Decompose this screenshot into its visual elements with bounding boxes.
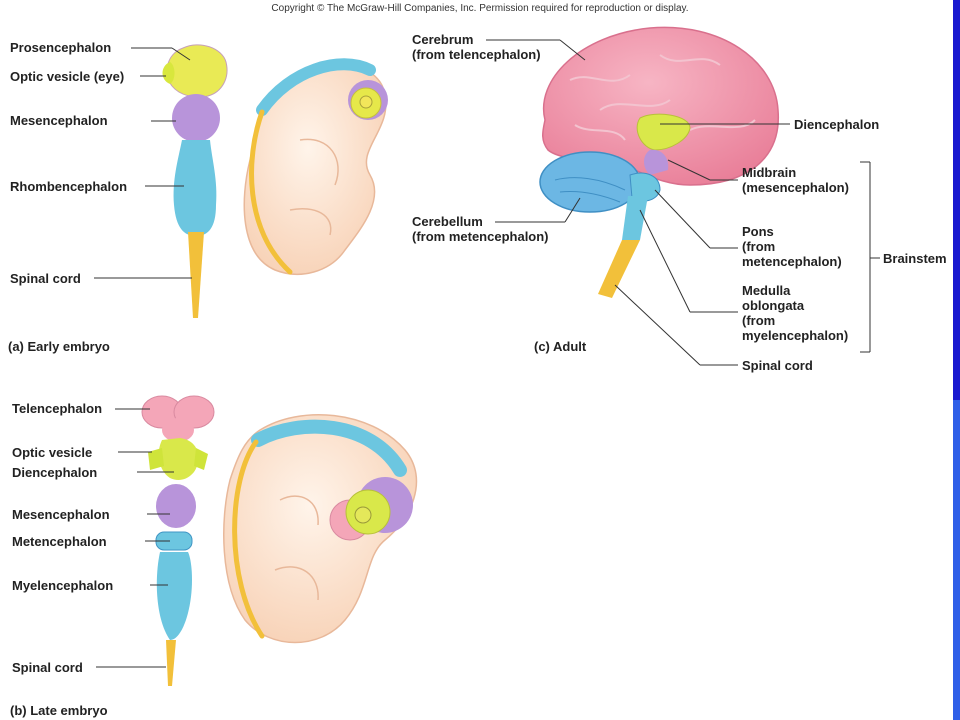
label-spinal-cord-a: Spinal cord — [10, 271, 81, 286]
prosencephalon-region — [166, 44, 228, 98]
panel-b-embryo — [223, 414, 418, 644]
slide-frame-right — [953, 0, 960, 720]
rhombencephalon-region-a — [173, 140, 217, 236]
mesencephalon-region-b — [156, 484, 196, 528]
spinal-cord-b — [166, 640, 176, 686]
midbrain — [644, 149, 669, 175]
label-optic-vesicle-eye: Optic vesicle (eye) — [10, 69, 125, 84]
label-brainstem: Brainstem — [883, 251, 947, 266]
label-cerebrum: Cerebrum (from telencephalon) — [412, 32, 541, 62]
label-optic-vesicle: Optic vesicle — [12, 445, 93, 460]
label-medulla-oblongata: Medulla oblongata (from myelencephalon) — [742, 283, 849, 343]
label-spinal-cord-c: Spinal cord — [742, 358, 813, 373]
telencephalon-center — [162, 418, 194, 442]
label-mesencephalon-b: Mesencephalon — [12, 507, 110, 522]
cerebrum — [542, 26, 779, 186]
label-telencephalon: Telencephalon — [12, 401, 103, 416]
label-prosencephalon: Prosencephalon — [10, 40, 112, 55]
caption-late-embryo: (b) Late embryo — [10, 703, 108, 718]
label-cerebellum: Cerebellum (from metencephalon) — [412, 214, 549, 244]
optic-vesicle-b-right — [194, 448, 208, 470]
label-diencephalon-c: Diencephalon — [794, 117, 880, 132]
cerebellum — [539, 151, 641, 213]
label-rhombencephalon: Rhombencephalon — [10, 179, 128, 194]
panel-a-neural-tube — [162, 44, 228, 318]
panel-a-embryo — [243, 58, 388, 275]
label-diencephalon-b: Diencephalon — [12, 465, 98, 480]
caption-early-embryo: (a) Early embryo — [8, 339, 110, 354]
leader-lines — [94, 39, 880, 668]
copyright-notice: Copyright © The McGraw-Hill Companies, I… — [271, 3, 689, 14]
label-midbrain: Midbrain (mesencephalon) — [742, 165, 849, 195]
label-spinal-cord-b: Spinal cord — [12, 660, 83, 675]
label-mesencephalon-a: Mesencephalon — [10, 113, 108, 128]
diencephalon — [636, 113, 691, 151]
medulla — [622, 196, 648, 240]
panel-b-neural-tube — [141, 395, 215, 686]
spinal-cord-a — [188, 232, 204, 318]
myelencephalon-region-b — [156, 552, 192, 640]
spinal-cord-c — [598, 240, 640, 298]
panel-c-adult-brain — [539, 26, 779, 298]
label-myelencephalon: Myelencephalon — [12, 578, 114, 593]
label-pons: Pons (from metencephalon) — [742, 224, 842, 269]
mesencephalon-region-a — [172, 94, 220, 142]
diencephalon-region-b — [158, 438, 199, 481]
optic-vesicle-b-left — [148, 448, 164, 470]
optic-vesicle-a — [162, 62, 175, 84]
label-metencephalon: Metencephalon — [12, 534, 107, 549]
caption-adult: (c) Adult — [534, 339, 587, 354]
slide-frame-right-lower — [953, 400, 960, 720]
